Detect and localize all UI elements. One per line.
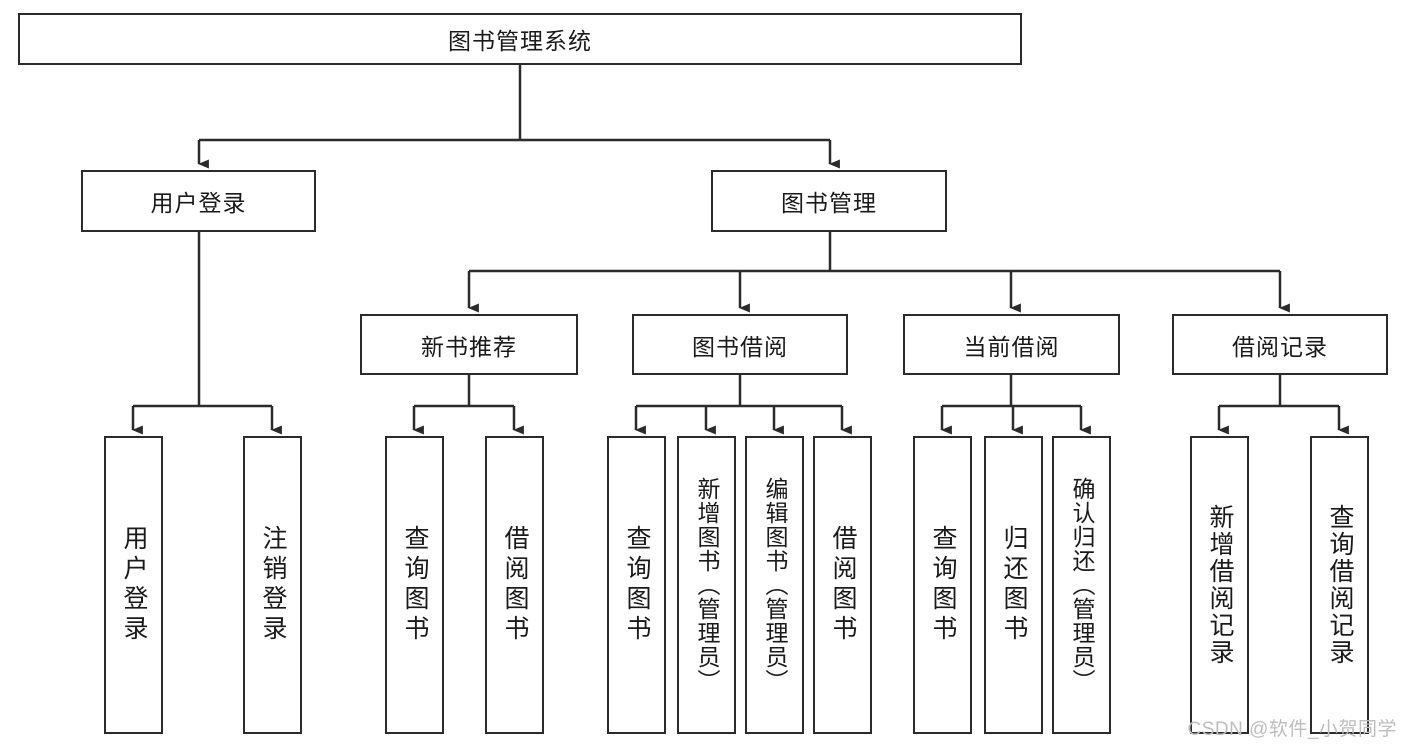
node-leaf-query-book-2[interactable]: 查询图书 (607, 436, 666, 734)
node-borrow-record-label: 借阅记录 (1232, 333, 1328, 360)
node-leaf-user-login-label: 用户登录 (120, 525, 148, 645)
node-leaf-borrow-book-1-label: 借阅图书 (501, 525, 529, 645)
node-user-login[interactable]: 用户登录 (81, 170, 316, 232)
node-root-label: 图书管理系统 (448, 28, 592, 54)
node-leaf-confirm-return[interactable]: 确认归还（管理员） (1052, 436, 1111, 734)
node-leaf-return-book-label: 归还图书 (1000, 525, 1028, 645)
node-leaf-query-book-3[interactable]: 查询图书 (913, 436, 972, 734)
node-root[interactable]: 图书管理系统 (18, 13, 1022, 65)
node-leaf-confirm-return-label: 确认归还（管理员） (1069, 477, 1095, 693)
node-leaf-edit-book[interactable]: 编辑图书（管理员） (745, 436, 804, 734)
node-current-borrow-label: 当前借阅 (963, 333, 1060, 360)
node-leaf-query-book-1[interactable]: 查询图书 (385, 436, 444, 734)
node-leaf-borrow-book-1[interactable]: 借阅图书 (485, 436, 544, 734)
node-new-book-rec-label: 新书推荐 (421, 333, 517, 360)
node-leaf-query-book-2-label: 查询图书 (623, 525, 651, 645)
node-leaf-add-book-label: 新增图书（管理员） (694, 477, 720, 693)
node-book-borrow[interactable]: 图书借阅 (632, 314, 848, 375)
node-book-borrow-label: 图书借阅 (692, 333, 788, 360)
node-leaf-user-logout[interactable]: 注销登录 (243, 436, 302, 734)
node-book-manage-label: 图书管理 (781, 190, 877, 216)
node-leaf-edit-book-label: 编辑图书（管理员） (762, 477, 788, 693)
node-leaf-borrow-book-2-label: 借阅图书 (829, 525, 857, 645)
node-current-borrow[interactable]: 当前借阅 (903, 314, 1120, 375)
node-leaf-add-record-label: 新增借阅记录 (1206, 504, 1234, 666)
node-leaf-user-login[interactable]: 用户登录 (104, 436, 163, 734)
node-leaf-query-record-label: 查询借阅记录 (1326, 504, 1354, 666)
node-new-book-rec[interactable]: 新书推荐 (360, 314, 578, 375)
node-leaf-query-book-3-label: 查询图书 (929, 525, 957, 645)
node-borrow-record[interactable]: 借阅记录 (1172, 314, 1388, 375)
node-leaf-add-record[interactable]: 新增借阅记录 (1190, 436, 1249, 734)
node-user-login-label: 用户登录 (150, 190, 247, 216)
node-leaf-borrow-book-2[interactable]: 借阅图书 (813, 436, 872, 734)
node-leaf-return-book[interactable]: 归还图书 (984, 436, 1043, 734)
node-leaf-query-record[interactable]: 查询借阅记录 (1310, 436, 1369, 734)
node-leaf-user-logout-label: 注销登录 (259, 525, 287, 645)
node-book-manage[interactable]: 图书管理 (711, 170, 947, 232)
watermark-text: CSDN @软件_小贺同学 (1187, 719, 1397, 740)
node-leaf-add-book[interactable]: 新增图书（管理员） (677, 436, 736, 734)
node-leaf-query-book-1-label: 查询图书 (401, 525, 429, 645)
